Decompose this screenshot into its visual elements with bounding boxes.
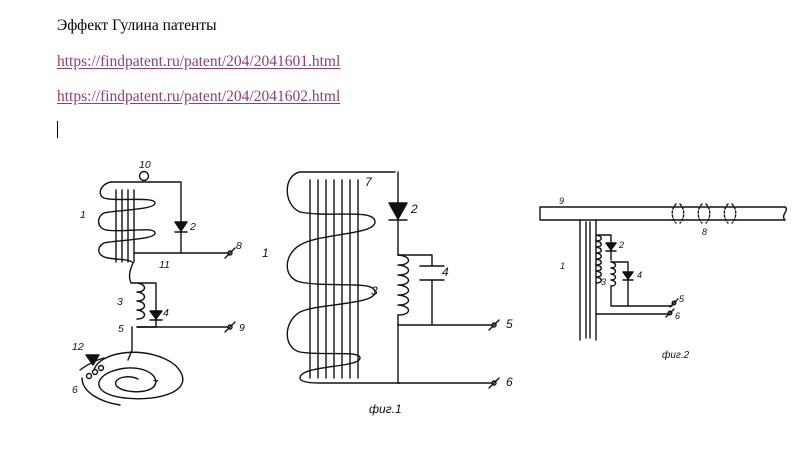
text-cursor: [57, 121, 58, 138]
fig-left-label-12: 12: [72, 341, 84, 353]
document-title: Эффект Гулина патенты: [57, 17, 217, 34]
fig2-label-9: 9: [559, 196, 564, 206]
fig-left-label-6: 6: [72, 384, 78, 396]
terminal-10-icon: [138, 170, 150, 182]
fig1-caption: фиг.1: [369, 402, 402, 416]
fig2-caption: фиг.2: [662, 349, 690, 361]
fig-left-label-5: 5: [118, 323, 124, 335]
fig-left-label-4: 4: [163, 307, 169, 319]
fig-left-label-7: 7: [152, 378, 159, 390]
fig-left-label-3: 3: [117, 296, 123, 308]
fig1-label-2: 2: [410, 202, 418, 216]
fig1-label-4: 4: [442, 265, 449, 279]
patent-link-2041602[interactable]: https://findpatent.ru/patent/204/2041602…: [57, 88, 341, 105]
fig2-label-4: 4: [637, 270, 642, 280]
figure-2-circuit: [539, 203, 788, 341]
terminal-5-icon: [491, 322, 497, 328]
fig1-label-5: 5: [506, 317, 513, 331]
fig2-label-6: 6: [675, 311, 680, 321]
figure-left-circuit: [79, 170, 236, 406]
terminal-9-icon: [227, 324, 233, 330]
fig2-label-2: 2: [618, 240, 624, 250]
figure-1-circuit: [286, 171, 500, 389]
fig2-label-3: 3: [601, 277, 606, 287]
patent-link-2041601[interactable]: https://findpatent.ru/patent/204/2041601…: [57, 53, 341, 70]
fig1-label-3: 3: [371, 284, 378, 298]
fig2-label-8: 8: [702, 227, 707, 237]
fig-left-label-10: 10: [139, 159, 151, 171]
fig-left-label-11: 11: [159, 259, 170, 271]
fig1-label-1: 1: [262, 246, 269, 260]
fig-left-label-9: 9: [239, 322, 245, 334]
fig1-label-7: 7: [365, 175, 373, 189]
fig-left-label-8: 8: [236, 240, 242, 252]
terminal-8-icon: [227, 250, 233, 256]
fig1-label-6: 6: [506, 375, 513, 389]
fig2-label-1: 1: [560, 261, 565, 271]
fig-left-label-1: 1: [80, 209, 86, 221]
fig2-label-5: 5: [679, 294, 685, 304]
terminal-6-icon: [491, 380, 497, 386]
fig-left-label-2: 2: [189, 221, 196, 233]
